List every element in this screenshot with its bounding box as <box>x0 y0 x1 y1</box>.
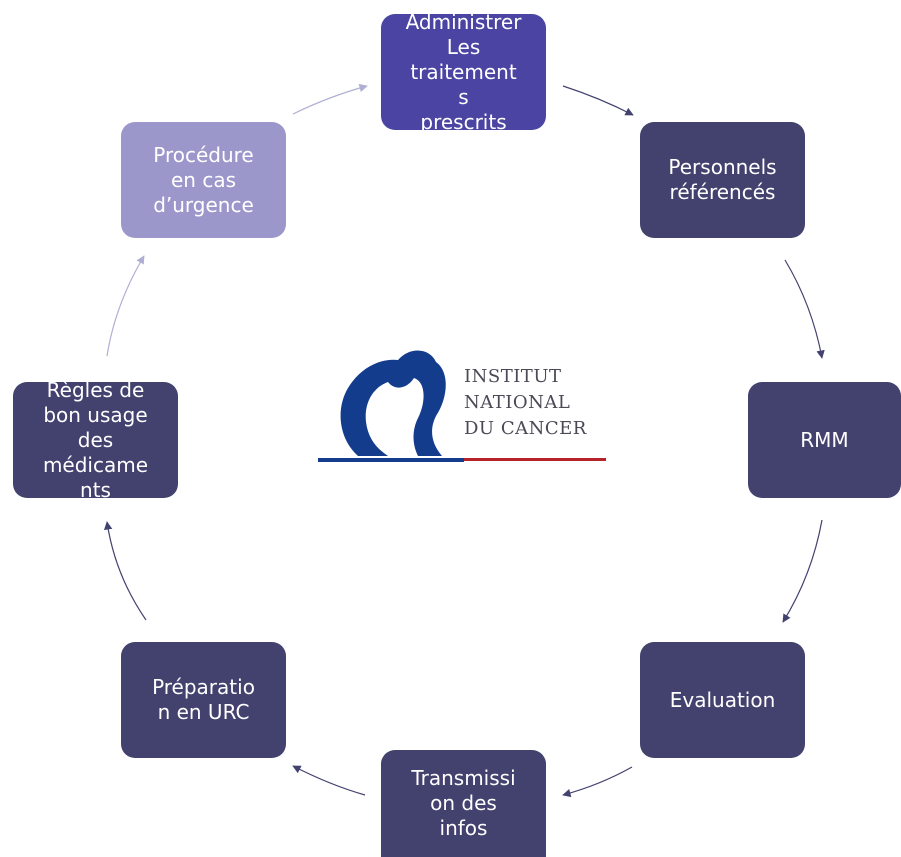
arrow-regles-to-procedure <box>106 255 145 357</box>
node-preparation: Préparatio n en URC <box>121 642 286 758</box>
node-rmm: RMM <box>748 382 901 498</box>
arrow-evaluation-to-transmission <box>562 766 633 798</box>
node-administrer: Administrer Les traitement s prescrits <box>381 14 546 130</box>
institut-national-du-cancer-logo: INSTITUT NATIONAL DU CANCER <box>318 338 608 464</box>
logo-red-bar <box>464 458 606 461</box>
node-procedure: Procédure en cas d’urgence <box>121 122 286 238</box>
arrow-preparation-to-regles <box>103 521 147 621</box>
arrow-rmm-to-evaluation <box>782 519 823 623</box>
arrow-procedure-to-administrer <box>292 83 368 115</box>
arrow-administrer-to-personnels <box>562 85 634 116</box>
arrow-personnels-to-rmm <box>784 259 825 359</box>
node-personnels: Personnels référencés <box>640 122 805 238</box>
node-regles: Règles de bon usage des médicame nts <box>13 382 178 498</box>
node-transmission: Transmissi on des infos <box>381 750 546 857</box>
logo-line-3: DU CANCER <box>464 418 587 439</box>
arrow-transmission-to-preparation <box>292 765 366 796</box>
logo-line-2: NATIONAL <box>464 392 571 413</box>
node-evaluation: Evaluation <box>640 642 805 758</box>
logo-emblem-icon <box>318 350 464 462</box>
logo-line-1: INSTITUT <box>464 366 562 387</box>
